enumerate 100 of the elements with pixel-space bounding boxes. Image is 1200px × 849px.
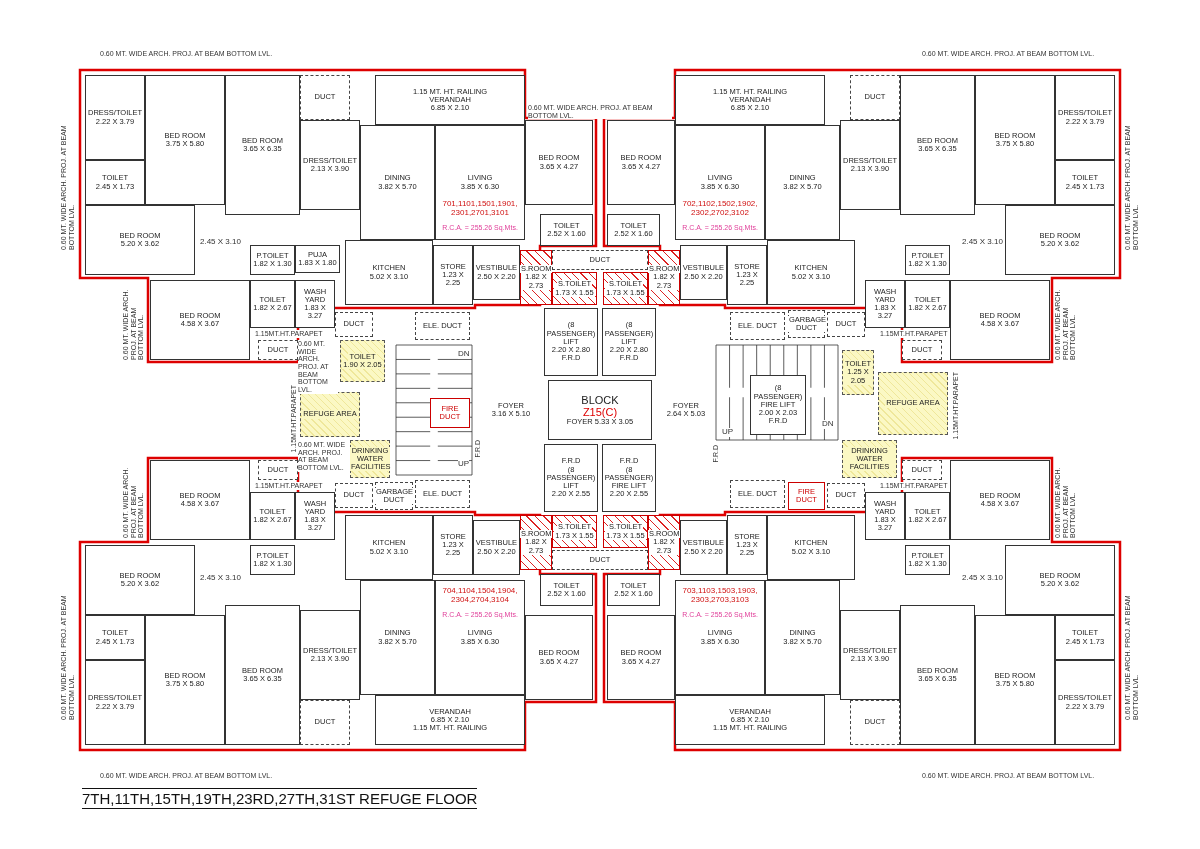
service-room <box>648 515 680 570</box>
dimension-text: 2.45 X 3.10 <box>200 238 241 247</box>
room <box>375 75 525 125</box>
room <box>1005 205 1115 275</box>
room <box>145 615 225 745</box>
room <box>85 545 195 615</box>
refuge-area <box>842 440 897 478</box>
room <box>607 120 675 205</box>
room <box>433 245 473 305</box>
duct-shaft <box>850 75 900 120</box>
room <box>295 245 340 273</box>
room <box>975 75 1055 205</box>
room <box>767 240 855 305</box>
duct-shaft <box>552 250 648 270</box>
service-room <box>603 515 648 548</box>
room <box>360 580 435 695</box>
duct-shaft <box>335 483 373 508</box>
lift-shaft <box>602 308 656 376</box>
room <box>145 75 225 205</box>
room <box>225 75 300 215</box>
lift-shaft <box>602 444 656 512</box>
room <box>900 75 975 215</box>
room <box>975 615 1055 745</box>
room <box>345 515 433 580</box>
service-room <box>552 515 597 548</box>
room <box>950 460 1050 540</box>
room <box>950 280 1050 360</box>
refuge-area <box>350 440 390 478</box>
room <box>250 280 295 328</box>
service-room <box>603 272 648 305</box>
room <box>540 214 593 246</box>
stair-direction-text: UP <box>722 428 734 437</box>
duct-shaft <box>788 310 825 338</box>
room <box>225 605 300 745</box>
room <box>295 492 335 540</box>
room <box>360 125 435 240</box>
room <box>905 245 950 275</box>
room <box>295 280 335 328</box>
stair-direction-text: DN <box>822 420 834 429</box>
service-room <box>552 272 597 305</box>
room <box>1055 160 1115 205</box>
duct-shaft <box>730 312 785 340</box>
room <box>300 120 360 210</box>
room <box>375 695 525 745</box>
room <box>1005 545 1115 615</box>
refuge-area <box>842 350 874 395</box>
dimension-text: 2.45 X 3.10 <box>962 238 1003 247</box>
room <box>900 605 975 745</box>
room <box>905 280 950 328</box>
room <box>765 580 840 695</box>
room <box>865 280 905 328</box>
room <box>607 574 660 606</box>
room <box>727 245 767 305</box>
duct-shaft <box>300 700 350 745</box>
duct-shaft <box>552 550 648 570</box>
room <box>525 120 593 205</box>
duct-shaft <box>258 460 298 480</box>
room <box>250 545 295 575</box>
fire-duct <box>430 398 470 428</box>
room <box>250 245 295 275</box>
duct-shaft <box>902 460 942 480</box>
title: 7TH,11TH,15TH,19TH,23RD,27TH,31ST REFUGE FLOOR <box>82 788 478 809</box>
room <box>607 214 660 246</box>
room <box>727 515 767 575</box>
duct-shaft <box>258 340 298 360</box>
room <box>865 492 905 540</box>
dimension-text: 2.45 X 3.10 <box>962 574 1003 583</box>
duct-shaft <box>300 75 350 120</box>
room <box>345 240 433 305</box>
service-room <box>648 250 680 305</box>
room <box>675 75 825 125</box>
room <box>525 615 593 700</box>
room <box>250 492 295 540</box>
room <box>540 574 593 606</box>
service-room <box>520 515 552 570</box>
refuge-area <box>340 340 385 382</box>
lift-shaft <box>750 375 806 435</box>
room <box>765 125 840 240</box>
duct-shaft <box>827 483 865 508</box>
duct-shaft <box>335 312 373 337</box>
room <box>300 610 360 700</box>
refuge-area <box>300 392 360 437</box>
duct-shaft <box>415 312 470 340</box>
room <box>905 545 950 575</box>
room <box>607 615 675 700</box>
room <box>85 660 145 745</box>
room <box>767 515 855 580</box>
room <box>840 120 900 210</box>
service-room <box>520 250 552 305</box>
dimension-text: 2.45 X 3.10 <box>200 574 241 583</box>
room <box>150 460 250 540</box>
lift-shaft <box>544 308 598 376</box>
room <box>680 520 727 575</box>
room <box>1055 660 1115 745</box>
duct-shaft <box>730 480 785 508</box>
room <box>1055 615 1115 660</box>
room <box>675 695 825 745</box>
duct-shaft <box>415 480 470 508</box>
room <box>433 515 473 575</box>
room <box>85 205 195 275</box>
